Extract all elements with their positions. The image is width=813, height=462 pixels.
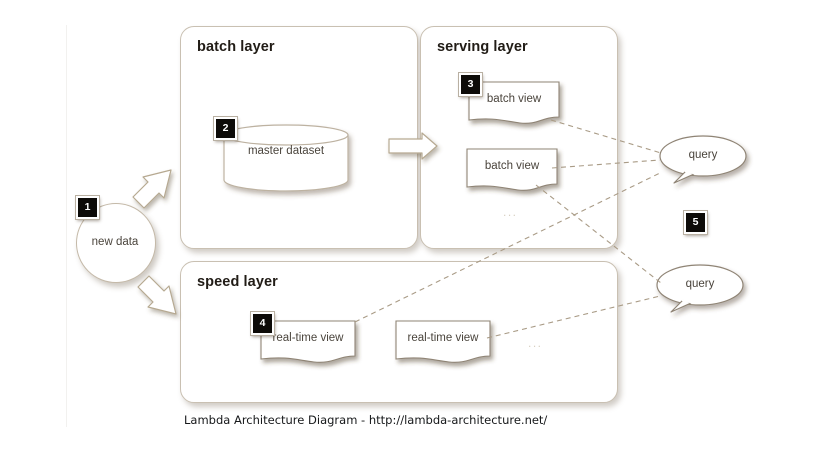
badge-3[interactable]: 3	[458, 72, 483, 97]
speed-layer-title: speed layer	[197, 274, 278, 290]
query-bubble-2[interactable]	[655, 262, 745, 324]
left-guide-line	[66, 25, 67, 427]
serving-layer-ellipsis: ...	[503, 205, 518, 219]
badge-1[interactable]: 1	[75, 195, 100, 220]
query-bubble-1[interactable]	[658, 133, 748, 195]
query-1-label: query	[688, 149, 718, 161]
diagram-caption: Lambda Architecture Diagram - http://lam…	[184, 413, 548, 427]
new-data-label: new data	[91, 236, 139, 248]
speed-layer-ellipsis: ...	[528, 336, 543, 350]
badge-4[interactable]: 4	[250, 311, 275, 336]
batch-layer-title: batch layer	[197, 39, 275, 55]
serving-layer-title: serving layer	[437, 39, 528, 55]
query-2-label: query	[685, 278, 715, 290]
block-arrow-down-right-icon	[137, 275, 177, 315]
serving-layer-container[interactable]: serving layer	[420, 26, 618, 249]
badge-2[interactable]: 2	[213, 116, 238, 141]
badge-5[interactable]: 5	[683, 210, 708, 235]
